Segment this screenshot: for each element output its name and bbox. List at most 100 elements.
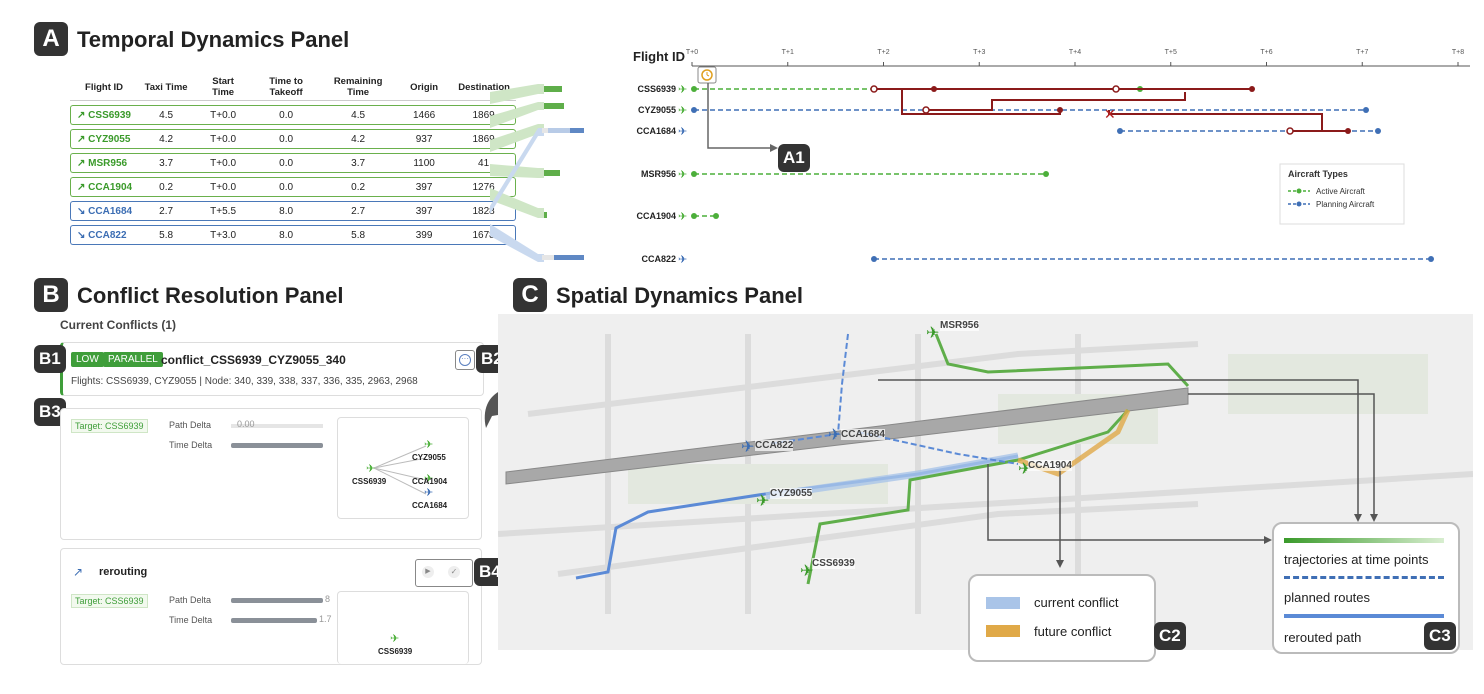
target-label-2: Target: CSS6939	[71, 594, 148, 608]
future-conflict-swatch	[986, 625, 1020, 637]
resolution-card-1[interactable]: Target: CSS6939 Path Delta 0.00 Time Del…	[60, 408, 482, 540]
col-taxi-time[interactable]: Taxi Time	[138, 74, 195, 101]
graph-node-css6939-2: CSS6939	[378, 647, 413, 656]
plane-icon: ✈	[678, 211, 687, 223]
planned-route-cca1684	[857, 431, 1019, 465]
path-delta-value-2: 8	[325, 594, 331, 604]
panel-c-badge: C	[513, 278, 547, 312]
svg-text:✈: ✈	[756, 493, 769, 510]
table-cell: 4.2	[138, 129, 195, 149]
legend-c2: current conflict future conflict	[968, 574, 1156, 662]
plane-icon: ✈	[678, 126, 687, 138]
table-cell: 4.2	[320, 129, 397, 149]
table-cell: 0.2	[138, 177, 195, 197]
timeline-flight-label[interactable]: CCA1684	[636, 126, 676, 136]
timeline-tick-label: T+5	[1165, 49, 1177, 56]
planned-route-swatch	[1284, 576, 1444, 579]
map-label-cca1904[interactable]: CCA1904	[1028, 460, 1072, 471]
map-label-cca822[interactable]: CCA822	[755, 440, 794, 451]
path-delta-label-2: Path Delta	[169, 595, 212, 605]
timeline-axis-label: Flight ID	[633, 49, 685, 64]
timeline-flight-label[interactable]: CCA1904	[636, 211, 676, 221]
table-cell: 937	[396, 129, 453, 149]
svg-text:✈: ✈	[926, 325, 939, 342]
flight-direction-icon: ↗	[77, 157, 89, 169]
flight-id-text: CCA822	[88, 229, 127, 241]
rerouting-title: rerouting	[99, 566, 148, 578]
svg-text:✈: ✈	[828, 427, 841, 444]
current-conflict-highlight	[765, 452, 1019, 500]
timeline-flight-label[interactable]: CCA822	[641, 254, 676, 264]
legend-planned-routes: planned routes	[1284, 590, 1371, 605]
map-label-css6939[interactable]: CSS6939	[812, 558, 855, 569]
conflict-card[interactable]: LOW PARALLEL conflict_CSS6939_CYZ9055_34…	[60, 342, 484, 396]
flight-id-text: MSR956	[88, 157, 128, 169]
col-remaining-time[interactable]: Remaining Time	[320, 74, 397, 101]
ribbon-css6939	[490, 84, 544, 104]
flight-id-cell: ↗ CSS6939	[70, 105, 139, 125]
timeline-tick-label: T+1	[782, 49, 794, 56]
table-cell: 2.7	[138, 201, 195, 221]
table-cell: T+3.0	[194, 225, 253, 245]
flight-direction-icon: ↗	[77, 109, 89, 121]
col-start-time[interactable]: Start Time	[194, 74, 253, 101]
graph-node-cca1904: CCA1904	[412, 477, 448, 486]
timeline-flight-label[interactable]: CYZ9055	[638, 105, 676, 115]
time-delta-label-2: Time Delta	[169, 615, 213, 625]
plane-icon: ✈	[678, 84, 687, 96]
timeline-tick-label: T+0	[686, 49, 698, 56]
trajectory-swatch	[1284, 538, 1444, 543]
rerouting-icon: ↗	[73, 565, 84, 579]
panel-b-badge: B	[34, 278, 68, 312]
svg-text:✈: ✈	[424, 473, 433, 485]
path-delta-value: 0.00	[237, 419, 255, 429]
legend-current-conflict: current conflict	[1034, 595, 1119, 610]
table-cell: 8.0	[252, 201, 321, 221]
col-flight-id[interactable]: Flight ID	[70, 74, 139, 101]
ribbon-msr956	[490, 124, 544, 152]
c3-badge: C3	[1424, 622, 1456, 650]
legend-c3: trajectories at time points planned rout…	[1272, 522, 1460, 654]
table-cell: 1276	[452, 177, 517, 197]
table-cell: 0.0	[252, 129, 321, 149]
legend-title: Aircraft Types	[1288, 169, 1348, 179]
table-cell: 41	[452, 153, 517, 173]
flight-direction-icon: ↗	[77, 181, 89, 193]
map-label-cyz9055[interactable]: CYZ9055	[770, 488, 813, 499]
flight-direction-icon: ↘	[77, 205, 89, 217]
c2-badge: C2	[1154, 622, 1186, 650]
svg-text:✈: ✈	[800, 563, 813, 580]
timeline-flight-label[interactable]: CSS6939	[637, 84, 676, 94]
resolution-card-2[interactable]: ↗ rerouting ▶ ✓ Target: CSS6939 Path Del…	[60, 548, 482, 665]
clock-icon	[701, 69, 713, 81]
timeline-flight-label[interactable]: MSR956	[641, 169, 676, 179]
map-label-msr956[interactable]: MSR956	[940, 320, 979, 331]
svg-text:✈: ✈	[366, 463, 375, 475]
col-origin[interactable]: Origin	[396, 74, 453, 101]
col-destination[interactable]: Destination	[452, 74, 517, 101]
col-time-to-takeoff[interactable]: Time to Takeoff	[252, 74, 321, 101]
table-cell: 5.8	[320, 225, 397, 245]
graph-node-cyz9055: CYZ9055	[412, 453, 446, 462]
ribbon-cca1904	[490, 164, 544, 178]
trajectory-msr956	[934, 333, 1190, 388]
play-button[interactable]: ▶	[422, 566, 434, 578]
plane-icon: ✈	[678, 105, 687, 117]
conflict-name: conflict_CSS6939_CYZ9055_340	[161, 353, 346, 367]
conflict-x-icon: ✕	[1104, 106, 1116, 122]
map-label-cca1684[interactable]: CCA1684	[841, 429, 885, 440]
legend-rerouted-path: rerouted path	[1284, 630, 1362, 645]
more-options-button[interactable]: ···	[455, 350, 475, 370]
accept-button[interactable]: ✓	[448, 566, 460, 578]
table-cell: 2.7	[320, 201, 397, 221]
time-delta-value-2: 1.7	[319, 614, 332, 624]
table-cell: T+0.0	[194, 105, 253, 125]
time-delta-bar	[231, 443, 323, 448]
legend-active: Active Aircraft	[1316, 187, 1366, 196]
